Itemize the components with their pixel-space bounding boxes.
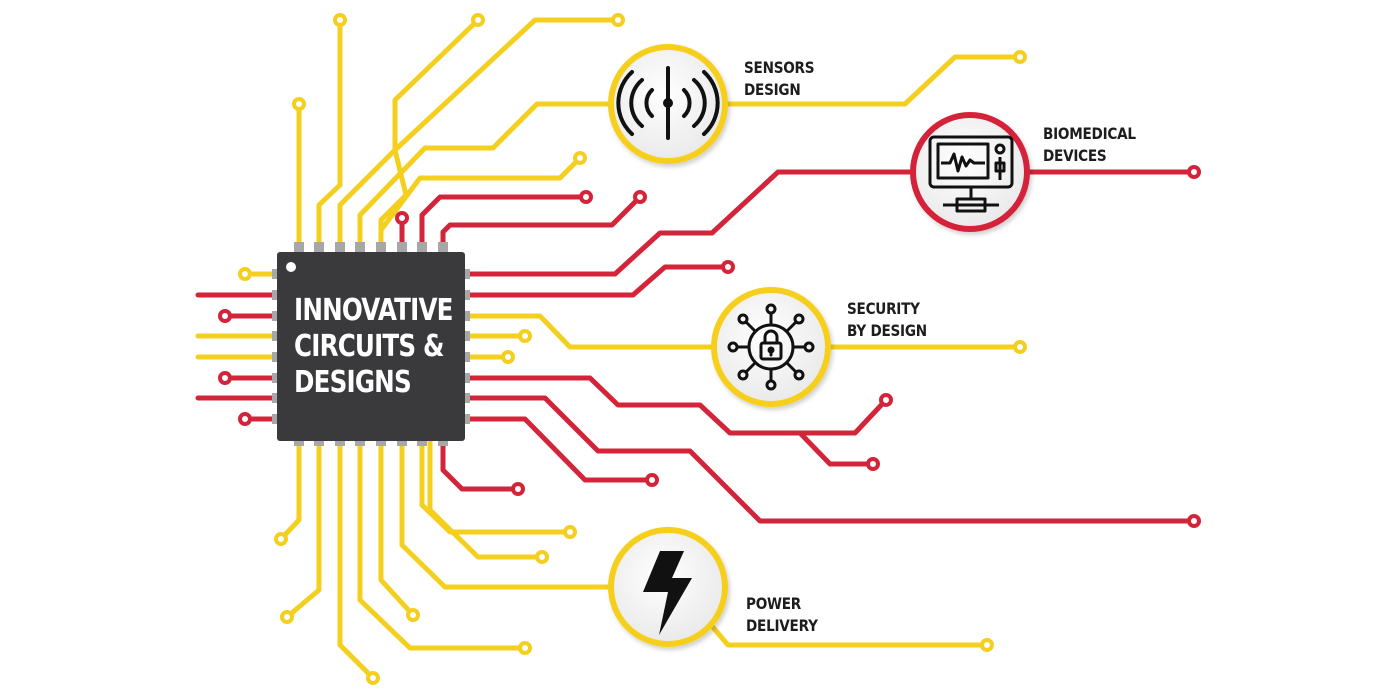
biomedical-label: BIOMEDICAL DEVICES xyxy=(1043,123,1136,167)
terminal xyxy=(501,350,515,364)
terminal xyxy=(645,473,659,487)
terminal xyxy=(518,329,532,343)
power-node xyxy=(608,527,728,647)
medical-monitor-icon xyxy=(928,135,1014,213)
trace xyxy=(462,416,655,483)
trace xyxy=(278,438,302,542)
trace xyxy=(440,194,643,250)
trace xyxy=(462,313,715,350)
terminal xyxy=(633,190,647,204)
chip-title: INNOVATIVE CIRCUITS & DESIGNS xyxy=(294,293,453,401)
security-label: SECURITY BY DESIGN xyxy=(847,298,927,342)
trace xyxy=(378,438,416,618)
chip-title-line: DESIGNS xyxy=(294,365,412,400)
terminal xyxy=(1013,340,1027,354)
chip-body xyxy=(277,252,465,441)
microchip xyxy=(272,242,470,446)
trace xyxy=(462,169,915,277)
terminal xyxy=(366,671,380,685)
terminal xyxy=(1187,165,1201,179)
trace xyxy=(316,17,343,250)
terminal xyxy=(611,13,625,27)
terminal xyxy=(471,13,485,27)
trace xyxy=(462,264,731,298)
terminal xyxy=(866,457,880,471)
terminal xyxy=(535,550,549,564)
trace xyxy=(378,17,621,250)
sensors-label-line: SENSORS xyxy=(744,58,815,77)
power-label-line: DELIVERY xyxy=(746,616,818,635)
trace xyxy=(419,194,589,250)
terminal xyxy=(511,482,525,496)
security-node xyxy=(711,287,831,407)
biomedical-label-line: BIOMEDICAL xyxy=(1043,124,1136,143)
chip-title-line: CIRCUITS & xyxy=(294,329,444,364)
security-label-line: SECURITY xyxy=(847,299,920,318)
terminal xyxy=(980,638,994,652)
trace xyxy=(378,155,583,233)
biomedical-node xyxy=(910,112,1030,232)
yellow-traces xyxy=(195,17,1023,681)
terminal xyxy=(292,97,306,111)
terminal xyxy=(721,260,735,274)
chip-title-line: INNOVATIVE xyxy=(294,293,453,328)
biomedical-label-line: DEVICES xyxy=(1043,146,1107,165)
terminal xyxy=(218,371,232,385)
red-traces xyxy=(195,169,1197,524)
terminal xyxy=(238,412,252,426)
terminal xyxy=(573,151,587,165)
terminal xyxy=(218,309,232,323)
sensors-label-line: DESIGN xyxy=(744,80,801,99)
sensors-node xyxy=(608,44,728,164)
lightning-bolt-icon xyxy=(643,551,692,635)
trace xyxy=(399,438,613,590)
terminal xyxy=(395,211,409,225)
padlock-network-icon xyxy=(727,303,815,391)
security-label-line: BY DESIGN xyxy=(847,321,927,340)
trace xyxy=(440,438,521,492)
trace xyxy=(708,622,990,648)
terminal xyxy=(1187,514,1201,528)
trace xyxy=(797,430,876,467)
terminal xyxy=(518,641,532,655)
power-label: POWER DELIVERY xyxy=(746,593,818,637)
terminal xyxy=(563,525,577,539)
terminal xyxy=(879,393,893,407)
chip-orientation-dot xyxy=(286,262,296,272)
terminal xyxy=(1013,50,1027,64)
trace xyxy=(357,101,613,250)
trace xyxy=(357,438,528,651)
terminal xyxy=(280,610,294,624)
sensors-label: SENSORS DESIGN xyxy=(744,57,815,101)
terminal xyxy=(579,190,593,204)
trace xyxy=(427,438,545,560)
terminal xyxy=(274,532,288,546)
trace xyxy=(462,375,889,436)
terminal xyxy=(406,608,420,622)
trace xyxy=(284,438,322,620)
antenna-signal-icon xyxy=(616,66,720,140)
terminal xyxy=(333,13,347,27)
terminal xyxy=(238,267,252,281)
terminal-rings xyxy=(218,13,1201,685)
trace xyxy=(724,54,1023,107)
trace xyxy=(337,438,376,681)
trace xyxy=(462,395,1197,524)
power-label-line: POWER xyxy=(746,594,802,613)
